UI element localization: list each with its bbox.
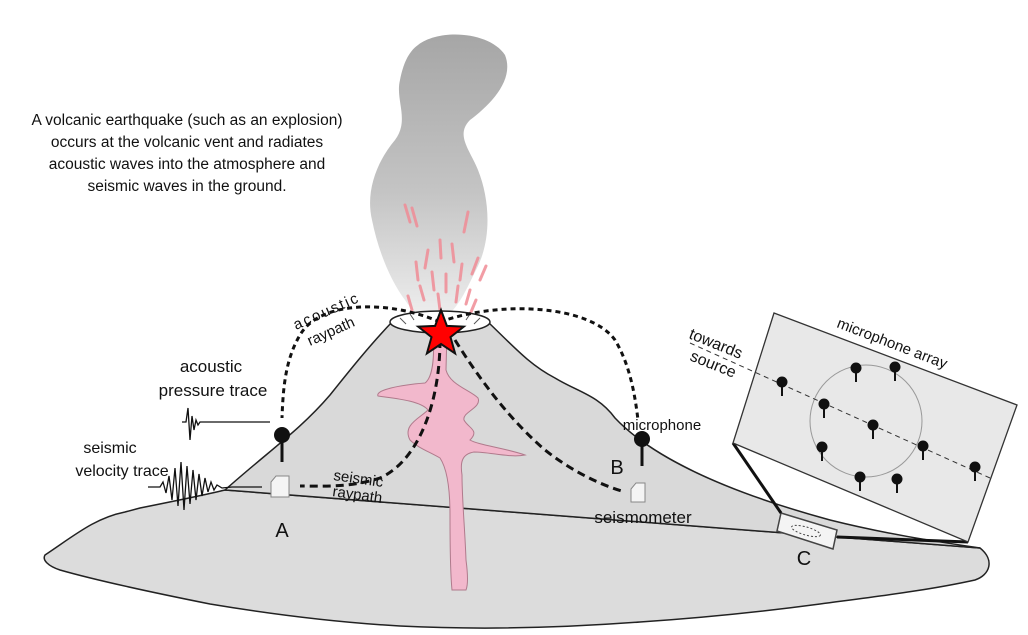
seismic-velocity-trace [148,461,262,511]
seismic-raypath-to-b [453,339,626,494]
callout-line-left [731,442,783,514]
intro-line: occurs at the volcanic vent and radiates [50,134,324,151]
source-star-icon [415,307,467,356]
volcano-cone [223,321,981,549]
array-microphones [776,361,981,493]
seismometer-a-icon [270,475,290,498]
microphone-a-icon [274,427,290,462]
callout-line-right [836,535,969,544]
acoustic-pressure-label: pressure trace [159,381,268,400]
crater-hatching [399,313,481,325]
seismic-raypaths [299,339,626,494]
intro-line: A volcanic earthquake (such as an explos… [31,112,343,129]
seismic-raypath-label: raypath [331,483,383,507]
ejecta [403,203,488,314]
seismometer-label: seismometer [594,508,692,527]
acoustic-raypaths [280,305,640,421]
acoustic-pressure-trace [182,407,270,441]
microphone-b-icon [634,431,650,466]
seismic-raypath-to-a [299,339,442,488]
intro-text: A volcanic earthquake (such as an explos… [12,110,362,198]
microphone-label: microphone [623,417,701,434]
acoustic-raypath-to-b [439,307,640,421]
station-b-label: B [610,457,623,479]
eruption-plume [370,34,508,321]
towards-source-axis [689,342,991,479]
seismic-velocity-label: velocity trace [75,463,168,480]
station-c-box [776,512,838,550]
intro-line: acoustic waves into the atmosphere and [48,156,326,173]
station-a-label: A [275,520,289,542]
seismometer-b-icon [630,482,646,503]
station-c-label: C [797,548,811,570]
magma-conduit [377,329,527,591]
seismic-raypath-label: seismic [332,467,384,491]
seismic-velocity-label: seismic [83,440,136,457]
acoustic-raypath-to-a [280,305,441,419]
acoustic-pressure-label: acoustic [180,357,243,376]
intro-line: seismic waves in the ground. [87,178,287,195]
microphone-array-inset [689,312,1018,543]
